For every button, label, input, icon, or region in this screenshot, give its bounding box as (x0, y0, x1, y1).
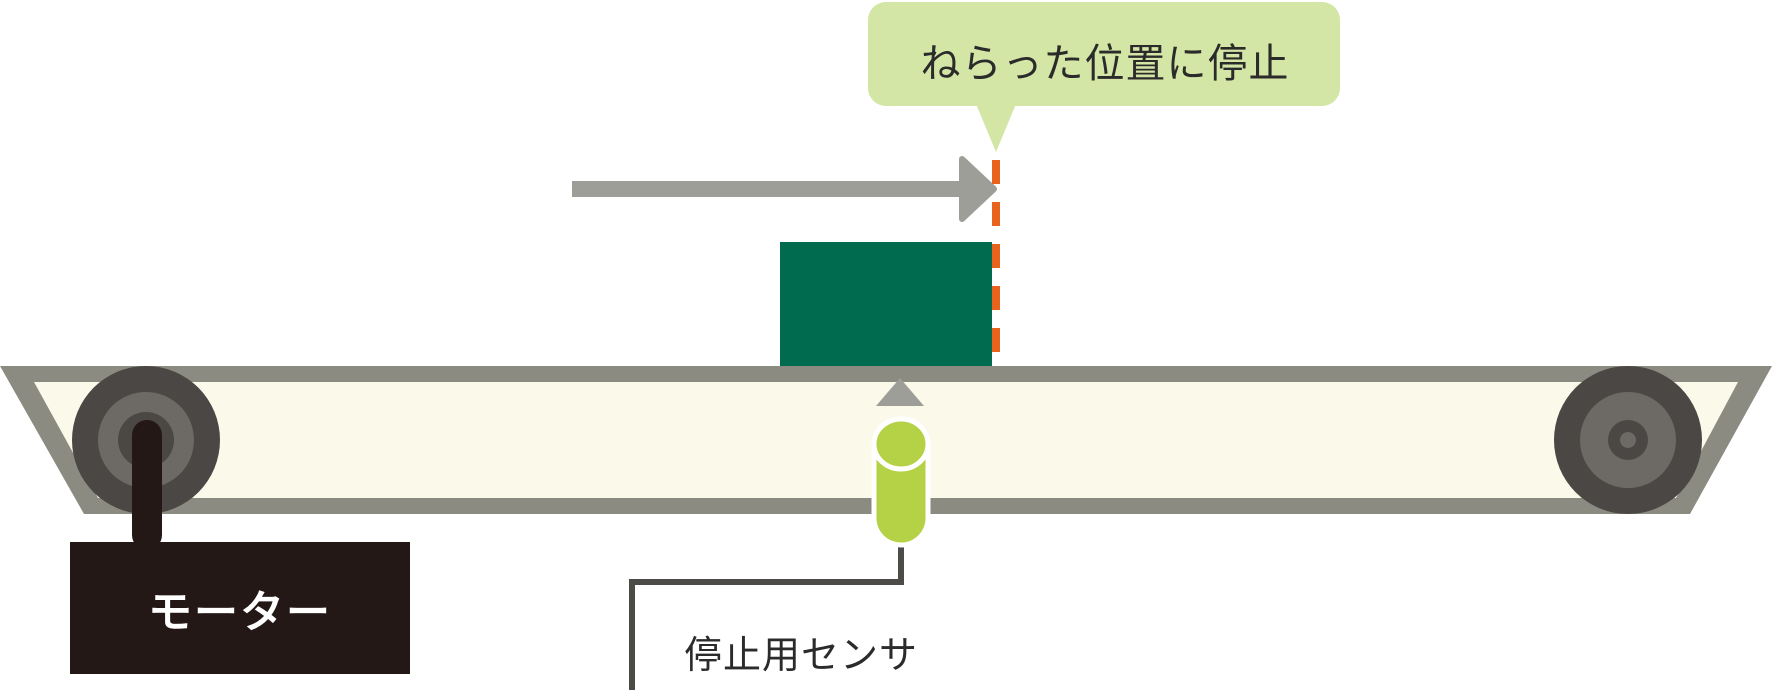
sensor-body (871, 441, 931, 548)
arrow-right-icon (572, 156, 997, 222)
callout-label: ねらった位置に停止 (920, 41, 1290, 87)
callout-bubble (868, 2, 1340, 152)
arrow-head (959, 156, 997, 222)
product-box (780, 242, 992, 368)
motor-body (70, 542, 410, 674)
callout-pointer (976, 104, 1016, 152)
right-roller (1554, 366, 1702, 514)
callout-box (868, 2, 1340, 106)
stop-sensor (871, 416, 931, 548)
right-roller-axle (1620, 432, 1636, 448)
motor-shaft (132, 420, 162, 550)
sensor-label: 停止用センサ (684, 633, 919, 677)
triangle-up-icon (876, 378, 924, 406)
sensor-head (871, 416, 931, 472)
sensor-wire (629, 542, 904, 690)
motor-label: モーター (148, 587, 332, 638)
arrow-shaft (572, 181, 972, 197)
